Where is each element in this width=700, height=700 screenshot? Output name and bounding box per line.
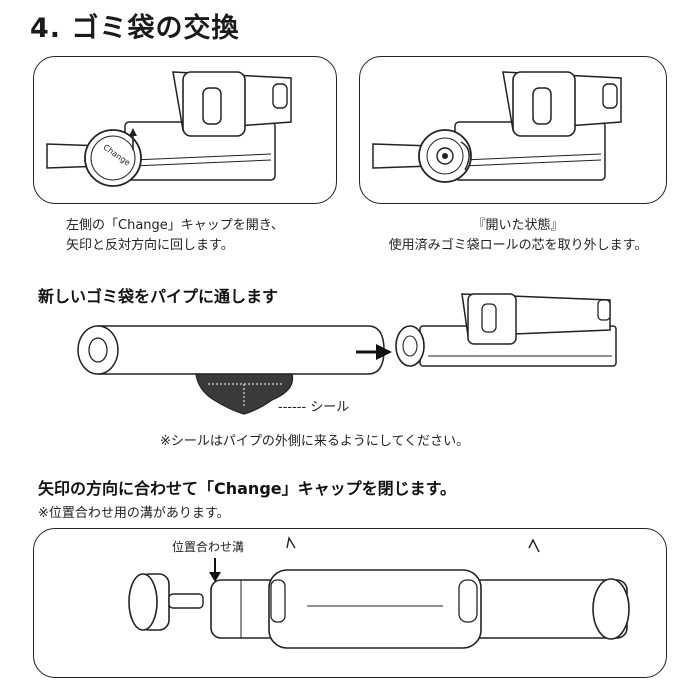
- page-title: 4. ゴミ袋の交換: [30, 13, 240, 44]
- step2-caption: 『開いた状態』 使用済みゴミ袋ロールの芯を取り外します。: [368, 216, 668, 256]
- holder-pipe: [395, 293, 617, 367]
- section2-note: ※シールはパイプの外側に来るようにしてください。: [160, 434, 470, 449]
- section2-illustration: [77, 293, 617, 415]
- groove-label: 位置合わせ溝: [172, 540, 245, 554]
- step2-caption-line1: 『開いた状態』: [472, 218, 564, 233]
- step3-illustration: [128, 536, 630, 649]
- step1-caption-line1: 左側の「Change」キャップを開き、: [66, 218, 284, 233]
- section3-heading: 矢印の方向に合わせて「Change」キャップを閉じます。: [38, 479, 457, 498]
- insert-arrow: [356, 344, 392, 360]
- groove-arrow: [209, 558, 221, 582]
- new-bag-roll: [77, 325, 385, 375]
- section3-subnote: ※位置合わせ用の溝があります。: [38, 506, 230, 521]
- holder-mount: [268, 536, 540, 649]
- step1-caption-line2: 矢印と反対方向に回します。: [66, 238, 234, 253]
- holder-clip-open: [502, 71, 622, 137]
- seal-sticker: [195, 373, 294, 415]
- step2-caption-line2: 使用済みゴミ袋ロールの芯を取り外します。: [388, 238, 648, 253]
- open-end: [418, 129, 472, 183]
- closing-cap: [128, 573, 204, 631]
- step2-illustration: [372, 71, 622, 183]
- change-cap: Change: [84, 128, 142, 187]
- seal-label: ------ シール: [278, 400, 350, 415]
- section2-heading: 新しいゴミ袋をパイプに通します: [38, 287, 279, 306]
- step1-caption: 左側の「Change」キャップを開き、 矢印と反対方向に回します。: [66, 216, 326, 256]
- step1-illustration: Change: [46, 71, 292, 187]
- holder-clip: [172, 71, 292, 137]
